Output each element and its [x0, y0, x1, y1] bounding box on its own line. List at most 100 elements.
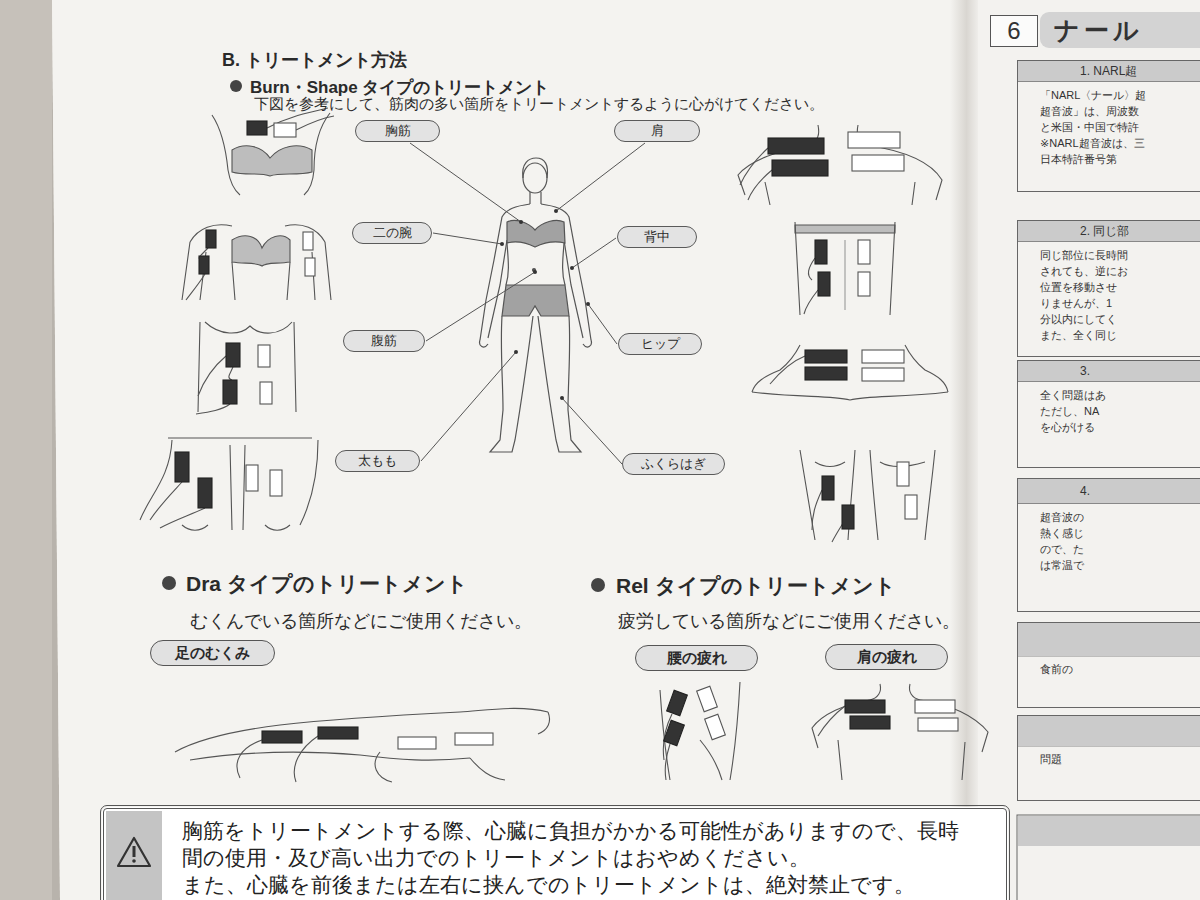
back-sketch: [795, 225, 895, 233]
instruction-text: むくんでいる箇所などにご使用ください。: [190, 609, 532, 633]
paper: [0, 0, 52, 900]
leader-dot: [519, 220, 523, 224]
shoulder-sketch: [848, 132, 900, 148]
body-figure: [538, 316, 581, 452]
label-text: 太もも: [358, 452, 397, 470]
chapter-title: ナール: [1040, 12, 1200, 48]
calf-sketch: [800, 450, 935, 542]
chest-sketch: [212, 108, 334, 195]
caution-panel: [132, 859, 136, 863]
hip-sketch: [905, 345, 948, 392]
body-figure: [480, 158, 592, 452]
leader-line: [410, 143, 521, 222]
thigh-sketch: [140, 438, 318, 530]
body-figure: [523, 158, 548, 178]
thigh-sketch: [140, 440, 172, 520]
body-part-label: 腹筋: [343, 330, 425, 352]
body-part-label: 肩: [614, 120, 700, 142]
info-section: 問題: [1017, 715, 1200, 801]
waist-sketch: [697, 686, 718, 711]
calf-sketch: [842, 505, 854, 529]
bullet: [230, 80, 242, 92]
section-frame: [1017, 815, 1200, 900]
thigh-sketch: [270, 470, 282, 496]
body-part-label: ふくらはぎ: [622, 453, 725, 475]
section-frame: [1018, 816, 1200, 846]
hip-sketch: [752, 345, 800, 392]
shoulder-sketch: [850, 716, 890, 729]
hip-sketch: [862, 350, 904, 363]
paper: [978, 0, 1200, 900]
thigh-sketch: [150, 482, 205, 528]
info-section: 2. 同じ部同じ部位に長時間 されても、逆にお 位置を移動させ りませんが、1 …: [1017, 220, 1200, 357]
body-figure: [507, 220, 565, 247]
abdomen-sketch: [226, 343, 240, 367]
body-figure: [530, 192, 541, 204]
body-figure: [523, 163, 547, 193]
abdomen-sketch: [205, 322, 292, 333]
waist-sketch: [660, 682, 740, 780]
info-section: 食前の: [1017, 622, 1200, 708]
section-heading: Dra タイプのトリートメント: [186, 570, 468, 598]
abdomen-sketch: [258, 345, 270, 367]
thigh-sketch: [168, 437, 312, 438]
shoulder-sketch: [870, 684, 920, 700]
section-body: 同じ部位に長時間 されても、逆にお 位置を移動させ りませんが、1 分以内にして…: [1018, 242, 1190, 347]
leader-dot: [560, 396, 564, 400]
leg-sketch: [175, 708, 548, 752]
body-part-label: 胸筋: [355, 120, 440, 142]
leg-sketch: [538, 712, 550, 734]
hip-sketch: [752, 392, 948, 400]
shoulder-sketch: [852, 155, 904, 171]
label-text: 問題: [1018, 746, 1190, 771]
leg-sketch: [398, 737, 436, 749]
leader-line: [410, 143, 645, 464]
hip-sketch: [805, 367, 847, 380]
calf-sketch: [905, 495, 917, 519]
bullet: [162, 80, 605, 592]
chest-sketch: [247, 121, 267, 135]
instruction-text: 下図を参考にして、筋肉の多い箇所をトリートメントするように心がけてください。: [254, 95, 824, 114]
leg-sketch: [262, 731, 302, 743]
caution-panel: [102, 807, 1008, 900]
caution-text: また、心臓を前後または左右に挟んでのトリートメントは、絶対禁止です。: [182, 871, 991, 898]
leader-dot: [533, 270, 537, 274]
waist-sketch: [705, 714, 726, 739]
body-figure: [564, 240, 583, 338]
abdomen-sketch: [198, 322, 296, 412]
calf-sketch: [800, 450, 855, 540]
body-figure: [488, 240, 507, 338]
leader-dot: [500, 242, 504, 246]
hip-sketch: [862, 368, 904, 381]
paper: [52, 0, 960, 900]
label-text: ヒップ: [641, 335, 680, 353]
hip-sketch: [752, 345, 948, 400]
body-figure: [480, 340, 592, 347]
shoulder-sketch: [845, 700, 885, 713]
label-text: 腹筋: [371, 332, 397, 350]
caution-panel: [102, 807, 1008, 900]
thigh-sketch: [246, 465, 258, 491]
leader-line: [421, 352, 516, 461]
leader-dot: [586, 302, 590, 306]
caution-panel: [133, 846, 136, 857]
label-text: 胸筋: [385, 122, 411, 140]
waist-sketch: [700, 740, 722, 780]
body-part-label: 背中: [617, 226, 697, 248]
symptom-label: 腰の疲れ: [635, 645, 758, 671]
body-part-label: ヒップ: [618, 333, 702, 355]
abdomen-sketch: [196, 322, 296, 414]
shoulder-sketch: [768, 138, 824, 154]
body-part-label: 太もも: [335, 450, 420, 472]
thigh-sketch: [198, 478, 212, 508]
calf-sketch: [822, 476, 834, 500]
upper-arm-sketch: [186, 248, 208, 300]
bullet: [162, 576, 176, 590]
thigh-sketch: [230, 445, 245, 530]
shoulder-sketch: [812, 684, 988, 780]
upper-arm-sketch: [199, 256, 209, 274]
caution-box: 胸筋をトリートメントする際、心臓に負担がかかる可能性がありますので、長時 間の使…: [100, 805, 1010, 900]
upper-arm-sketch: [182, 225, 331, 300]
